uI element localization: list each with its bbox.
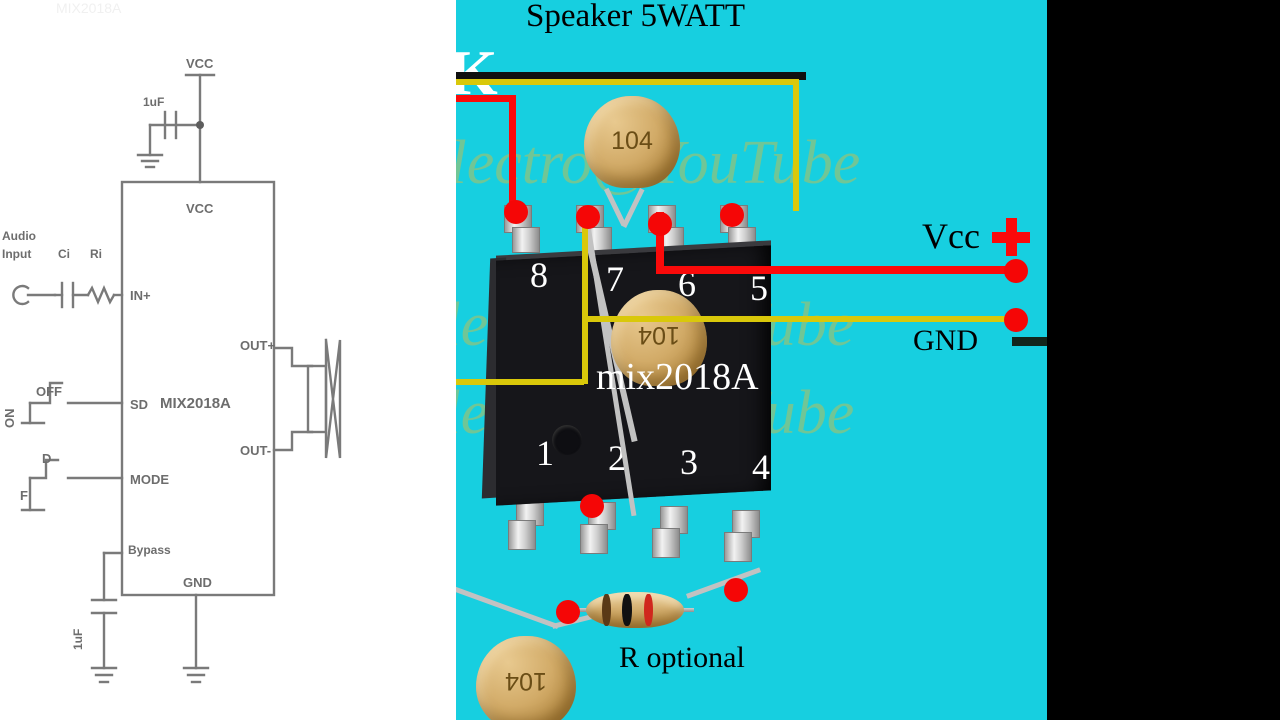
sch-audio-line2: Input bbox=[2, 247, 31, 261]
capacitor-middle-value: 104 bbox=[638, 321, 680, 349]
vcc-wire-red-top bbox=[456, 95, 516, 102]
gnd-label: GND bbox=[913, 324, 978, 357]
sch-mode-pin-label: MODE bbox=[130, 472, 169, 487]
capacitor-104-middle: 104 bbox=[611, 290, 707, 394]
pin-number-6: 6 bbox=[678, 264, 696, 304]
sch-f-label: F bbox=[20, 488, 28, 503]
capacitor-104-top: 104 bbox=[584, 96, 680, 196]
sch-audio-line1: Audio bbox=[2, 229, 36, 243]
pin-number-1: 1 bbox=[536, 433, 554, 473]
sch-outp-label: OUT+ bbox=[240, 338, 275, 353]
solder-dot-pin7 bbox=[576, 205, 600, 229]
sch-ri-label: Ri bbox=[90, 247, 102, 261]
pin-number-5: 5 bbox=[750, 268, 768, 308]
ic-pin-4 bbox=[724, 510, 760, 572]
schematic-drawing: VCC 1uF VCC Audio Input Ci Ri IN+ SD MOD… bbox=[2, 56, 342, 684]
sch-off-label: OFF bbox=[36, 384, 62, 399]
resistor-lead-right bbox=[686, 567, 762, 599]
solder-dot-pin6 bbox=[648, 212, 672, 236]
sch-on-label: ON bbox=[2, 409, 17, 429]
capacitor-bottom-value: 104 bbox=[505, 667, 547, 695]
gnd-wire-yellow-horizontal bbox=[582, 316, 1012, 322]
gnd-wire-yellow-left bbox=[456, 379, 584, 385]
gnd-wire-yellow-down2 bbox=[582, 316, 588, 384]
sch-ci-label: Ci bbox=[58, 247, 70, 261]
solder-dot-pin2 bbox=[580, 494, 604, 518]
sch-cap2-label: 1uF bbox=[71, 629, 85, 650]
sch-vcc-top-label: VCC bbox=[186, 56, 214, 71]
pin-number-3: 3 bbox=[680, 442, 698, 482]
sch-ic-label: MIX2018A bbox=[160, 395, 231, 412]
capacitor-top-value: 104 bbox=[611, 127, 653, 155]
speaker-wire-corner bbox=[799, 72, 806, 80]
ic-pin-3 bbox=[652, 506, 688, 568]
schematic-cut-title: MIX2018A bbox=[56, 0, 122, 14]
wiring-photo-panel: electro@YouTube electro@YouTube electro@… bbox=[456, 0, 1047, 720]
sch-bypass-pin-label: Bypass bbox=[128, 543, 171, 557]
solder-dot-gnd-terminal bbox=[1004, 308, 1028, 332]
vcc-wire-red-to-pin6 bbox=[656, 212, 664, 270]
gnd-wire-yellow-to-pin7 bbox=[582, 214, 588, 320]
pin-number-7: 7 bbox=[606, 259, 624, 299]
pin-number-8: 8 bbox=[530, 255, 548, 295]
ic-name-label: mix2018A bbox=[596, 356, 759, 398]
solder-dot-resistor bbox=[556, 600, 580, 624]
resistor-optional bbox=[576, 592, 694, 628]
sch-cap1-label: 1uF bbox=[143, 95, 164, 109]
gnd-wire-yellow-top bbox=[456, 79, 799, 85]
plus-icon bbox=[992, 218, 1030, 256]
right-black-bar bbox=[1047, 0, 1280, 720]
sch-in-pin-label: IN+ bbox=[130, 288, 151, 303]
speaker-wire-black-top bbox=[456, 72, 806, 79]
vcc-label: Vcc bbox=[922, 216, 980, 256]
solder-dot-pin8 bbox=[504, 200, 528, 224]
pin-number-4: 4 bbox=[752, 447, 770, 487]
speaker-label: Speaker 5WATT bbox=[526, 0, 746, 34]
solder-dot-pin4 bbox=[724, 578, 748, 602]
capacitor-104-bottom: 104 bbox=[476, 636, 576, 720]
sch-sd-pin-label: SD bbox=[130, 397, 148, 412]
gnd-wire-yellow-down bbox=[793, 79, 799, 211]
solder-dot-vcc-terminal bbox=[1004, 259, 1028, 283]
sch-outm-label: OUT- bbox=[240, 443, 271, 458]
sch-gnd-pin-label: GND bbox=[183, 575, 212, 590]
ic-pin-1 bbox=[508, 498, 544, 560]
sch-d-label: D bbox=[42, 451, 51, 466]
solder-dot-pin5 bbox=[720, 203, 744, 227]
vcc-wire-red-down-pin8 bbox=[509, 95, 516, 213]
vcc-wire-red-horizontal bbox=[656, 266, 1012, 274]
minus-icon bbox=[1012, 337, 1047, 346]
resistor-label: R optional bbox=[619, 641, 745, 674]
cap-bottom-lead-left bbox=[456, 584, 559, 630]
sch-vcc-pin-label: VCC bbox=[186, 201, 214, 216]
ic-pin1-notch bbox=[552, 425, 582, 455]
schematic-panel: MIX2018A bbox=[0, 0, 456, 720]
